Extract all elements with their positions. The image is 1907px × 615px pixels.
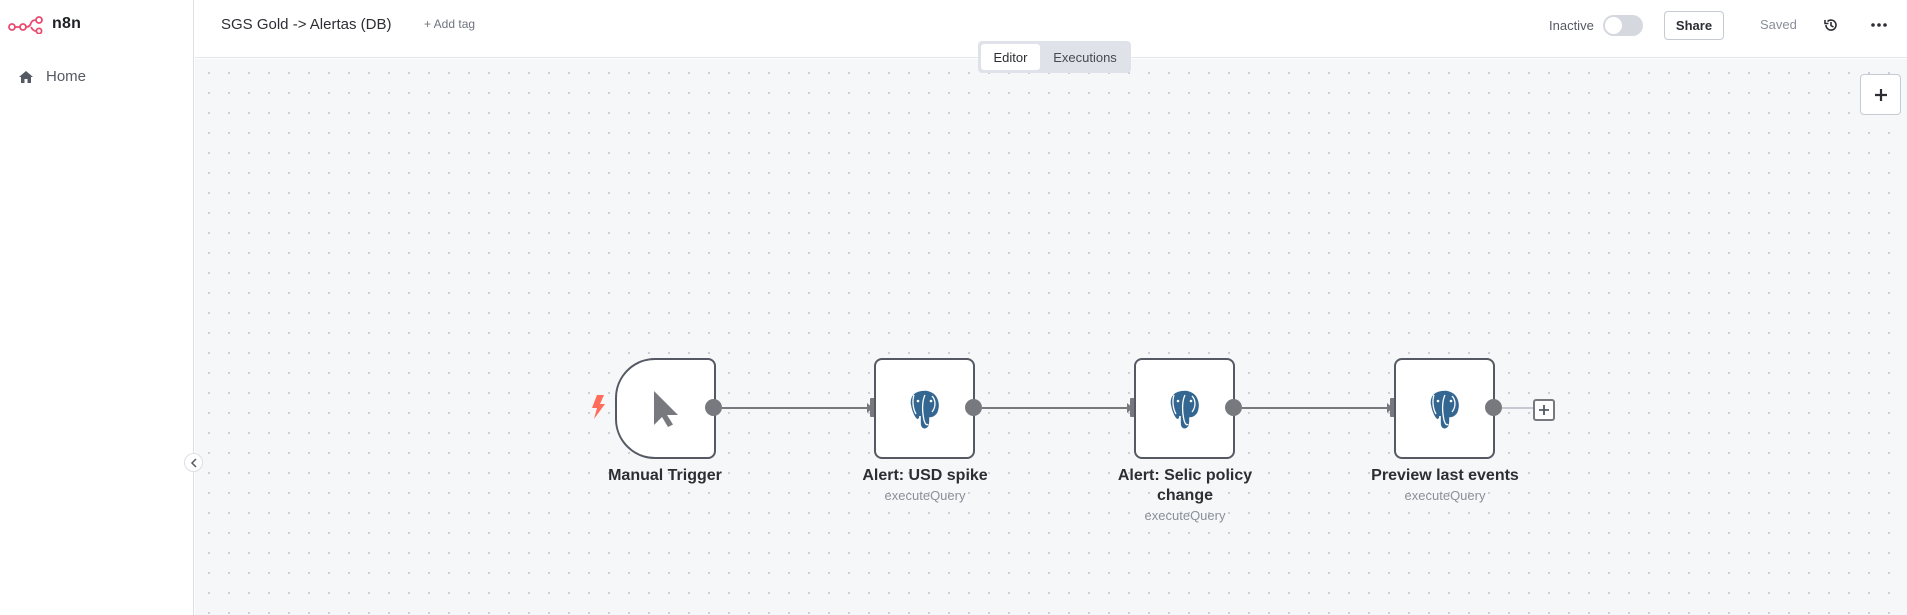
input-handle[interactable] [1130,398,1137,417]
trigger-flash-icon [592,395,605,419]
node-label: Preview last events [1371,467,1519,484]
active-toggle[interactable] [1603,15,1643,36]
cursor-icon [653,390,678,427]
header: SGS Gold -> Alertas (DB) + Add tag Inact… [195,0,1907,58]
postgres-icon [1168,388,1200,430]
input-handle[interactable] [870,398,877,417]
history-icon [1824,19,1837,31]
workflow-title[interactable]: SGS Gold -> Alertas (DB) [221,16,392,33]
logo-text: n8n [52,15,82,32]
view-tabs: Editor Executions [978,41,1131,73]
sidebar: n8n Home [0,0,194,615]
node-alert-selic-policy-change[interactable] [1134,358,1235,459]
home-icon [19,70,33,83]
n8n-logo[interactable]: n8n [8,14,81,34]
sidebar-item-home[interactable]: Home [18,68,86,85]
ellipsis-icon [1871,23,1887,27]
add-node-button[interactable] [1860,74,1901,115]
output-handle[interactable] [965,399,982,416]
add-next-node-button[interactable] [1533,399,1555,421]
toggle-knob [1605,17,1622,34]
node-label: Alert: USD spike [862,467,988,484]
chevron-left-icon [190,457,197,468]
plus-icon [1874,88,1887,101]
node-subtitle: executeQuery [1144,508,1226,523]
add-tag-button[interactable]: + Add tag [424,17,476,31]
share-button[interactable]: Share [1664,11,1724,40]
node-preview-last-events[interactable] [1394,358,1495,459]
postgres-icon [1428,388,1460,430]
node-label: Alert: Selic policy change [1117,467,1253,504]
node-label: Manual Trigger [608,467,722,484]
input-handle[interactable] [1390,398,1397,417]
more-options-button[interactable] [1867,14,1891,36]
output-handle[interactable] [705,399,722,416]
node-subtitle: executeQuery [1404,488,1486,503]
collapse-sidebar-button[interactable] [184,453,203,472]
tab-executions[interactable]: Executions [1053,49,1117,65]
node-subtitle: executeQuery [884,488,966,503]
sidebar-item-label: Home [46,68,87,85]
status-label: Inactive [1549,18,1594,33]
node-alert-usd-spike[interactable] [874,358,975,459]
node-manual-trigger[interactable] [615,358,716,459]
output-handle[interactable] [1485,399,1502,416]
postgres-icon [908,388,940,430]
workflow-canvas[interactable] [195,59,1907,615]
saved-status: Saved [1760,17,1797,32]
n8n-logo-icon [8,16,43,34]
plus-icon [1539,405,1549,415]
tab-editor[interactable]: Editor [981,44,1040,70]
history-button[interactable] [1820,14,1842,36]
output-handle[interactable] [1225,399,1242,416]
